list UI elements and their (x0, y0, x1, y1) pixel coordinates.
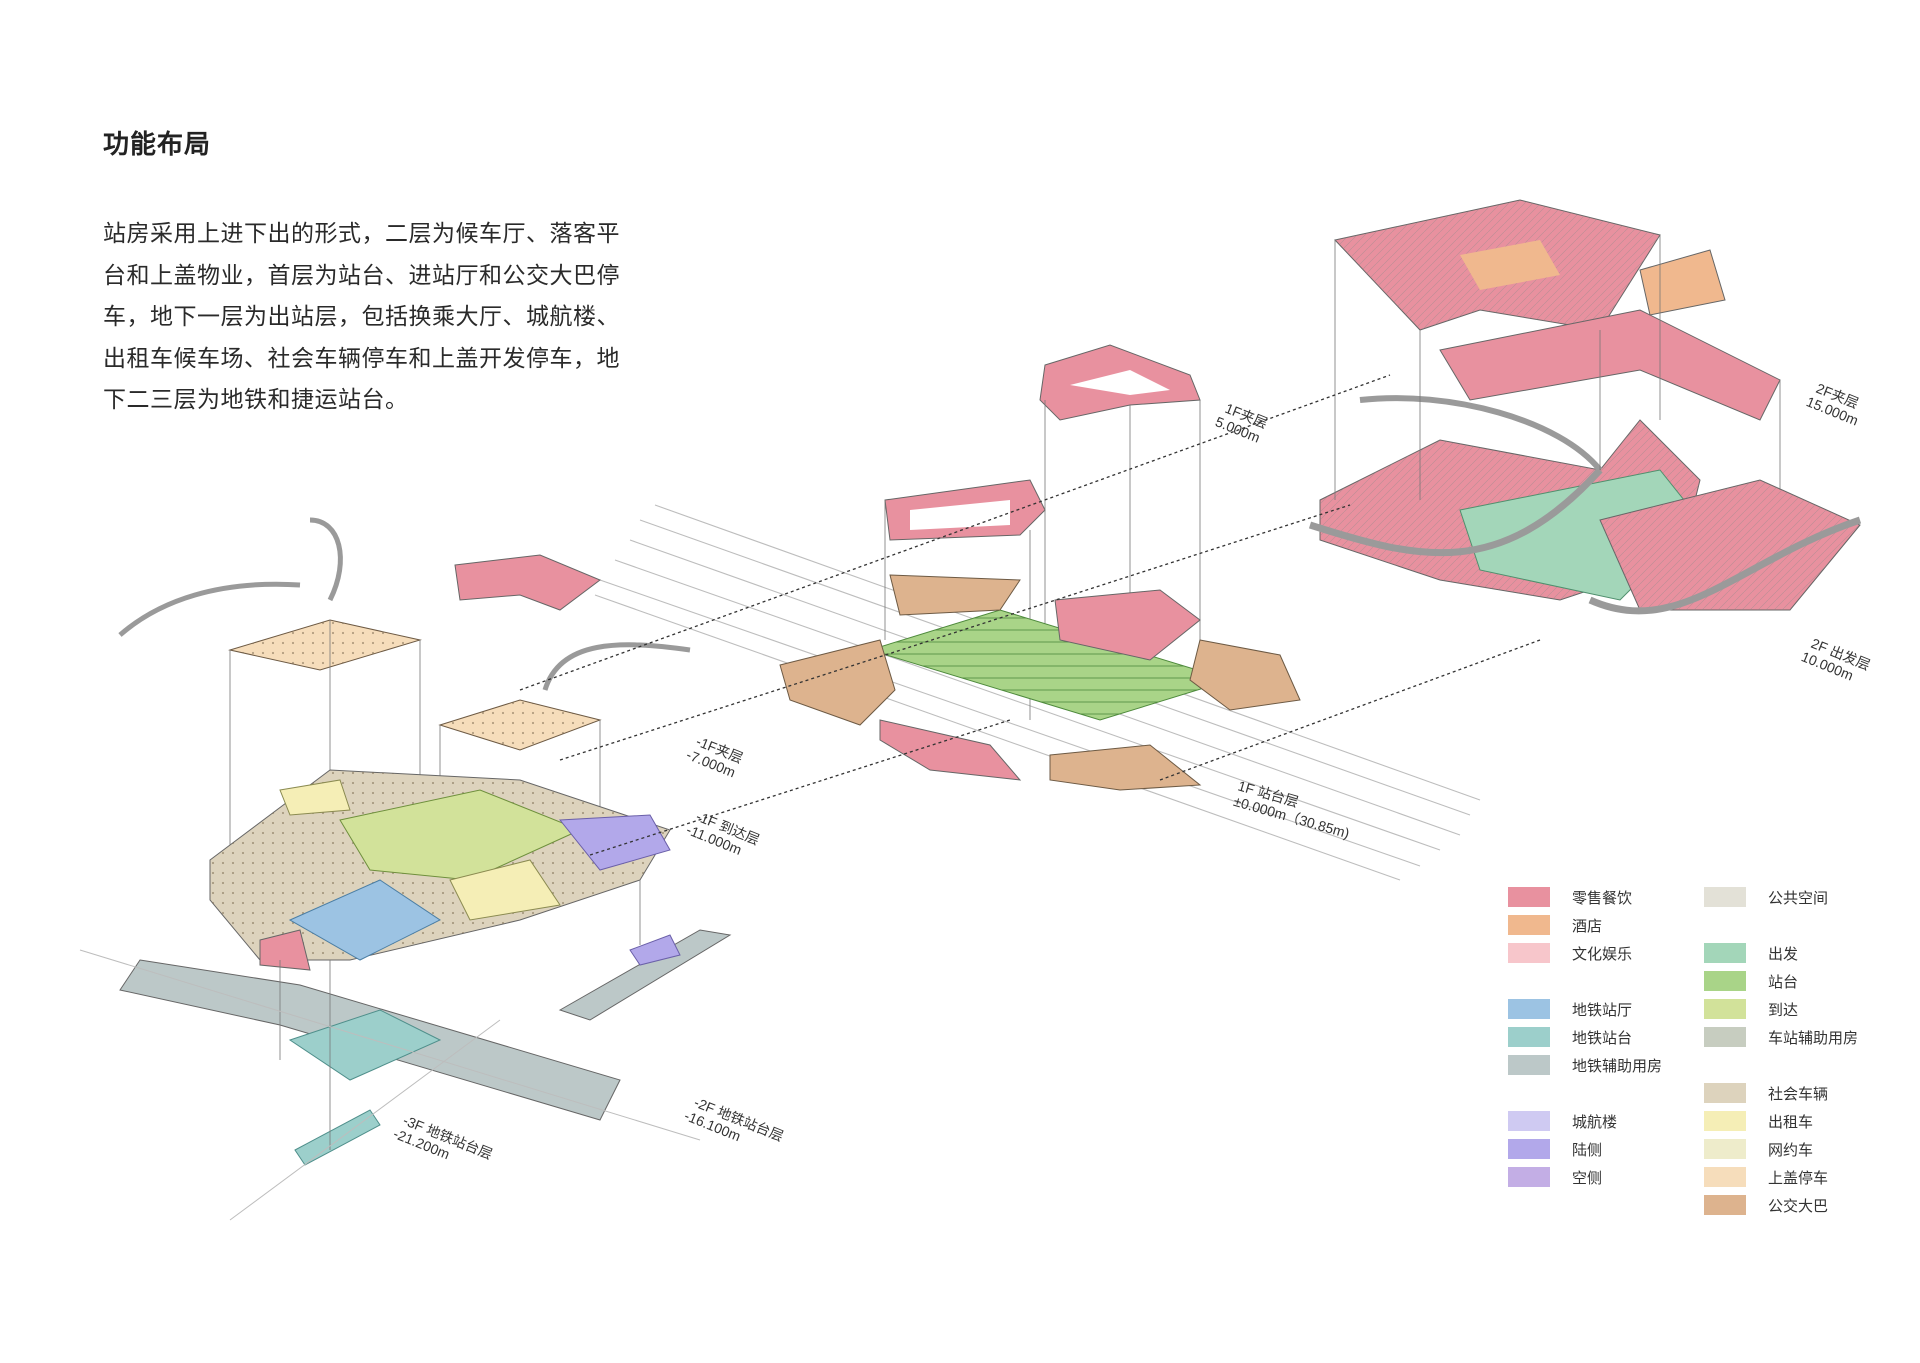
legend-item-city-terminal: 城航楼 (1508, 1110, 1617, 1132)
legend-label: 城航楼 (1572, 1112, 1618, 1131)
legend-item-taxi: 出租车 (1704, 1110, 1813, 1132)
legend-label: 空侧 (1572, 1168, 1603, 1187)
legend-swatch (1704, 1111, 1746, 1131)
legend-item-culture: 文化娱乐 (1508, 942, 1632, 964)
legend-item-public-space: 公共空间 (1704, 886, 1828, 908)
legend-swatch (1704, 1139, 1746, 1159)
legend-item-departure: 出发 (1704, 942, 1798, 964)
svg-text:-3F 地铁站台层-21.200m: -3F 地铁站台层-21.200m (391, 1110, 495, 1177)
legend-item-hotel: 酒店 (1508, 914, 1602, 936)
legend-item-station-aux: 车站辅助用房 (1704, 1026, 1858, 1048)
legend-swatch (1704, 1027, 1746, 1047)
legend-label: 到达 (1768, 1000, 1799, 1019)
legend-swatch (1508, 943, 1550, 963)
svg-text:2F夹层15.000m: 2F夹层15.000m (1804, 378, 1867, 428)
legend-swatch (1508, 1139, 1550, 1159)
legend-label: 出发 (1768, 944, 1799, 963)
level-connectors (519, 374, 1541, 856)
svg-text:2F 出发层10.000m: 2F 出发层10.000m (1799, 633, 1872, 687)
legend-swatch (1508, 1027, 1550, 1047)
legend-label: 公共空间 (1768, 888, 1829, 907)
metro-platforms (79, 880, 732, 1221)
legend-label: 社会车辆 (1768, 1084, 1829, 1103)
legend-item-arrival: 到达 (1704, 998, 1798, 1020)
legend-label: 上盖停车 (1768, 1168, 1829, 1187)
legend-label: 地铁站台 (1572, 1028, 1633, 1047)
legend-item-podium-parking: 上盖停车 (1704, 1166, 1828, 1188)
svg-text:-1F 到达层-11.000m: -1F 到达层-11.000m (684, 806, 762, 862)
legend-swatch (1508, 887, 1550, 907)
legend-item-metro-aux: 地铁辅助用房 (1508, 1054, 1662, 1076)
description-text: 站房采用上进下出的形式，二层为候车厅、落客平台和上盖物业，首层为站台、进站厅和公… (103, 221, 620, 413)
legend-item-ride-hailing: 网约车 (1704, 1138, 1813, 1160)
legend-swatch (1508, 999, 1550, 1019)
svg-text:-1F夹层-7.000m: -1F夹层-7.000m (684, 731, 745, 781)
legend-label: 酒店 (1572, 916, 1603, 935)
legend-item-metro-hall: 地铁站厅 (1508, 998, 1632, 1020)
legend-swatch (1704, 887, 1746, 907)
legend-swatch (1508, 915, 1550, 935)
legend-item-retail: 零售餐饮 (1508, 886, 1632, 908)
legend-label: 网约车 (1768, 1140, 1814, 1159)
legend-swatch (1704, 943, 1746, 963)
legend-swatch (1704, 971, 1746, 991)
legend-item-platform: 站台 (1704, 970, 1798, 992)
legend-label: 零售餐饮 (1572, 888, 1633, 907)
legend-label: 文化娱乐 (1572, 944, 1633, 963)
legend-label: 陆侧 (1572, 1140, 1603, 1159)
legend-label: 地铁辅助用房 (1572, 1056, 1663, 1075)
legend-label: 站台 (1768, 972, 1799, 991)
legend-swatch (1508, 1055, 1550, 1075)
legend-label: 出租车 (1768, 1112, 1814, 1131)
upper-right-cluster (1308, 199, 1862, 615)
left-basement-cluster (118, 517, 691, 971)
middle-station (779, 344, 1301, 791)
legend-label: 车站辅助用房 (1768, 1028, 1859, 1047)
legend-swatch (1704, 999, 1746, 1019)
legend-swatch (1704, 1083, 1746, 1103)
legend-swatch (1508, 1111, 1550, 1131)
legend-label: 公交大巴 (1768, 1196, 1829, 1215)
legend-item-landside: 陆侧 (1508, 1138, 1602, 1160)
legend-item-bus: 公交大巴 (1704, 1194, 1828, 1216)
legend-item-airside: 空侧 (1508, 1166, 1602, 1188)
legend-item-private-car: 社会车辆 (1704, 1082, 1828, 1104)
legend-swatch (1704, 1195, 1746, 1215)
legend-item-metro-platform: 地铁站台 (1508, 1026, 1632, 1048)
legend-label: 地铁站厅 (1572, 1000, 1633, 1019)
legend-swatch (1508, 1167, 1550, 1187)
svg-text:1F夹层5.000m: 1F夹层5.000m (1213, 398, 1270, 446)
legend: 零售餐饮 酒店 文化娱乐 地铁站厅 地铁站台 地铁辅助用房 城航楼 陆侧 空侧 … (1508, 886, 1908, 1226)
svg-text:1F 站台层±0.000m（30.85m): 1F 站台层±0.000m（30.85m) (1232, 778, 1356, 842)
svg-text:-2F 地铁站台层-16.100m: -2F 地铁站台层-16.100m (682, 1092, 786, 1159)
legend-swatch (1704, 1167, 1746, 1187)
page-title: 功能布局 (103, 130, 212, 160)
